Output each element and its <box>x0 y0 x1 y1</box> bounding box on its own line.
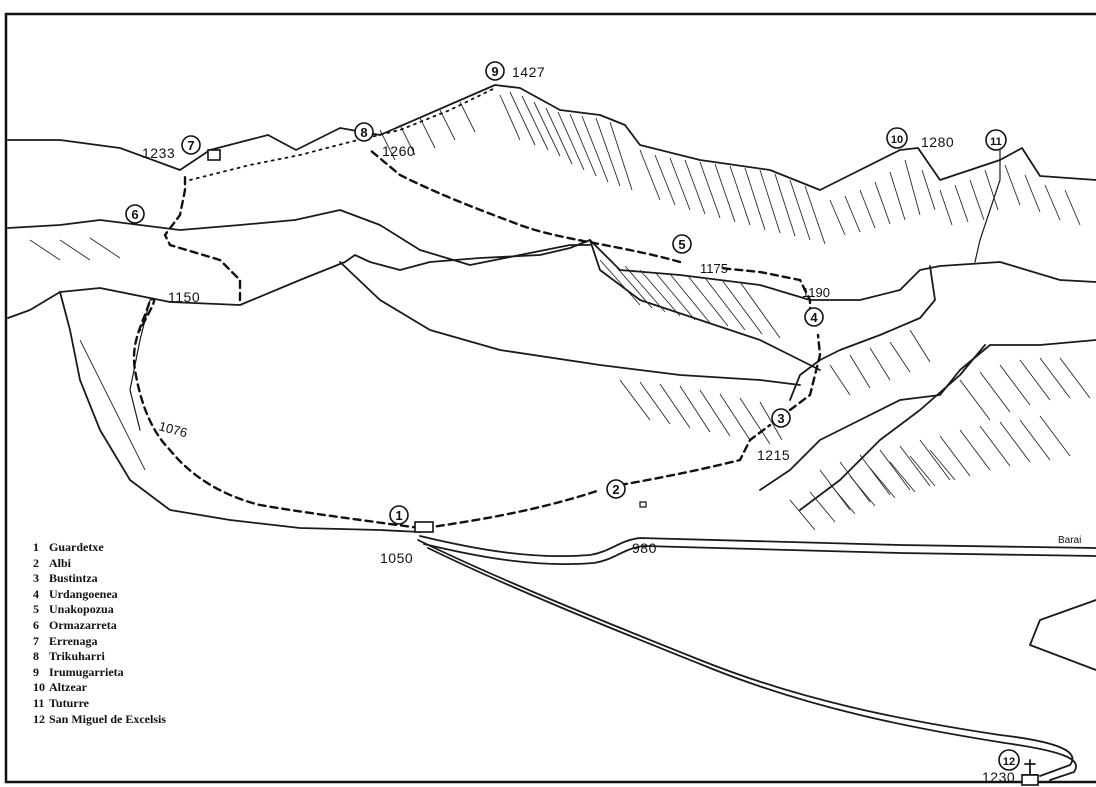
legend-place-name: Errenaga <box>49 633 98 648</box>
marker-6: 6 <box>125 204 145 224</box>
legend-number: 8 <box>33 649 39 664</box>
legend-place-name: Guardetxe <box>49 540 104 554</box>
terrain-hatching <box>29 91 1091 531</box>
svg-text:7: 7 <box>187 138 194 153</box>
svg-text:9: 9 <box>491 64 498 79</box>
legend-number: 11 <box>33 695 45 710</box>
legend-item: 5 Unakopozua <box>33 602 166 618</box>
legend-item: 3 Bustintza <box>33 571 166 587</box>
legend-item: 8 Trikuharri <box>33 649 166 665</box>
legend-item: 1 Guardetxe <box>33 540 166 556</box>
legend-place-name: Unakopozua <box>49 602 114 617</box>
legend-number: 10 <box>33 680 45 695</box>
marker-5: 5 <box>672 234 692 254</box>
legend: 1 Guardetxe 2 Albi 3 Bustintza 4 Urdangoenea 5 Un… <box>33 540 166 727</box>
legend-number: 7 <box>33 633 39 648</box>
road <box>417 535 1096 781</box>
legend-place-name: San Miguel de Excelsis <box>49 711 167 726</box>
elev-1190: 1190 <box>802 285 830 300</box>
marker-1: 1 <box>389 505 409 525</box>
svg-text:6: 6 <box>131 207 138 222</box>
elev-1427: 1427 <box>512 64 545 80</box>
legend-number: 5 <box>33 602 39 617</box>
map-border <box>4 12 1096 784</box>
elevation-labels: 1427 1233 1260 1280 1175 1190 1150 1076 … <box>142 64 1081 785</box>
legend-item: 10 Altzear <box>33 680 166 696</box>
elev-1050: 1050 <box>380 550 413 566</box>
building-errenaga <box>207 149 221 161</box>
legend-item: 4 Urdangoenea <box>33 587 166 603</box>
elev-980: 980 <box>632 540 657 556</box>
svg-text:4: 4 <box>810 310 818 325</box>
legend-item: 7 Errenaga <box>33 634 166 650</box>
legend-item: 6 Ormazarreta <box>33 618 166 634</box>
legend-number: 9 <box>33 664 39 679</box>
building-albi <box>639 501 647 508</box>
marker-2: 2 <box>606 479 626 499</box>
legend-number: 3 <box>33 571 39 586</box>
buildings <box>207 149 1039 786</box>
elev-1076: 1076 <box>157 418 189 440</box>
point-markers: 1 2 3 4 5 6 7 8 9 10 11 12 <box>125 61 1020 771</box>
marker-11: 11 <box>985 129 1007 151</box>
elev-1175: 1175 <box>700 261 728 276</box>
elev-1280: 1280 <box>921 134 954 150</box>
svg-text:8: 8 <box>360 125 367 140</box>
marker-9: 9 <box>485 61 505 81</box>
elev-1150: 1150 <box>168 289 200 305</box>
legend-place-name: Irumugarrieta <box>49 664 124 679</box>
legend-place-name: Albi <box>49 555 72 570</box>
svg-text:5: 5 <box>678 237 685 252</box>
svg-text:10: 10 <box>891 134 903 146</box>
marker-4: 4 <box>804 307 824 327</box>
legend-place-name: Tuturre <box>49 695 90 710</box>
legend-place-name: Urdangoenea <box>49 586 118 601</box>
elev-1230: 1230 <box>982 769 1015 785</box>
marker-3: 3 <box>771 408 791 428</box>
svg-text:11: 11 <box>990 136 1002 148</box>
marker-10: 10 <box>886 127 908 149</box>
legend-number: 6 <box>33 617 39 632</box>
svg-text:1: 1 <box>395 508 402 523</box>
legend-number: 12 <box>33 711 45 726</box>
legend-number: 1 <box>33 540 39 554</box>
svg-text:3: 3 <box>777 411 784 426</box>
legend-item: 12 San Miguel de Excelsis <box>33 712 166 728</box>
elev-1260: 1260 <box>382 143 415 159</box>
marker-7: 7 <box>181 135 201 155</box>
legend-item: 11 Tuturre <box>33 696 166 712</box>
legend-place-name: Bustintza <box>49 571 98 586</box>
legend-item: 9 Irumugarrieta <box>33 665 166 681</box>
elev-1215: 1215 <box>757 447 790 463</box>
legend-number: 2 <box>33 555 39 570</box>
building-guardetxe <box>414 521 434 533</box>
svg-text:2: 2 <box>612 482 619 497</box>
marker-8: 8 <box>354 122 374 142</box>
legend-number: 4 <box>33 586 39 601</box>
elev-1233: 1233 <box>142 145 175 161</box>
legend-item: 2 Albi <box>33 556 166 572</box>
hiking-trail <box>132 87 822 530</box>
marker-12: 12 <box>998 749 1020 771</box>
legend-place-name: Trikuharri <box>49 649 105 664</box>
svg-text:12: 12 <box>1003 756 1015 768</box>
road-label-barai: Barai <box>1058 535 1081 546</box>
legend-place-name: Altzear <box>49 680 87 695</box>
legend-place-name: Ormazarreta <box>49 617 117 632</box>
